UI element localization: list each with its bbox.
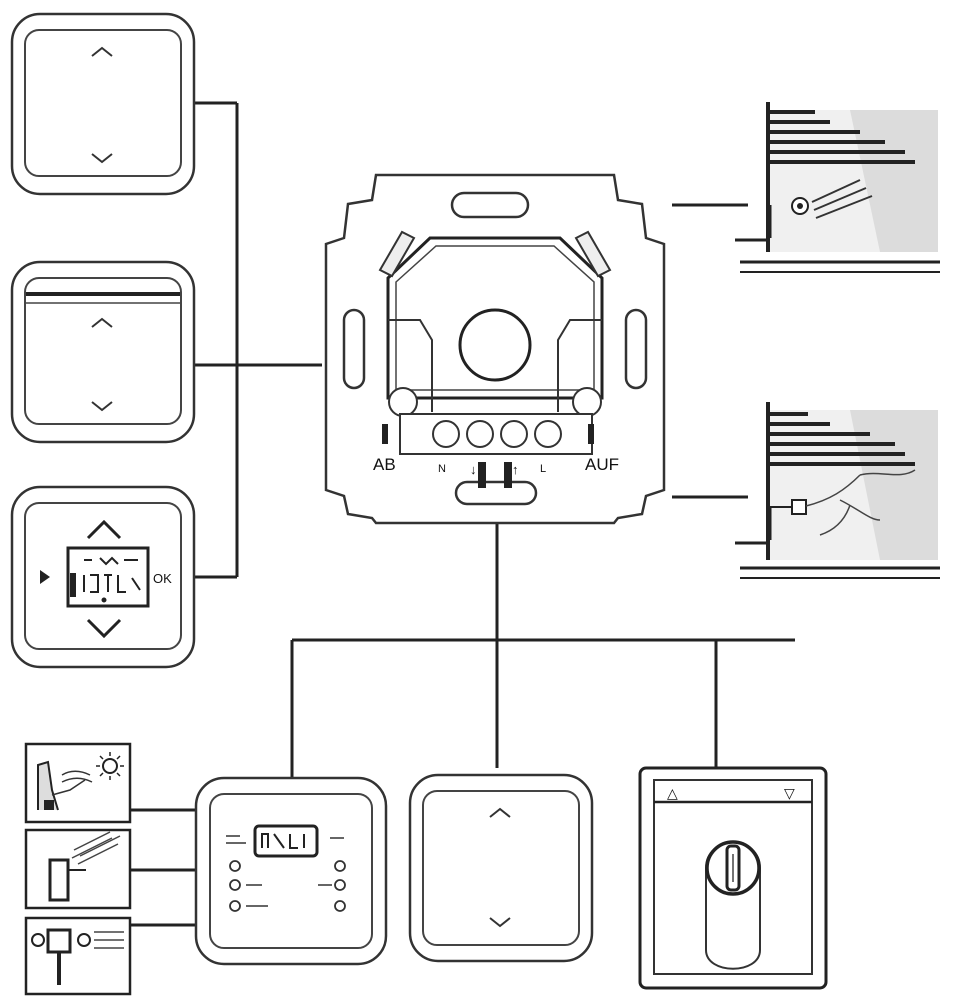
terminal-3 (500, 420, 528, 448)
venetian-blind-motor (735, 102, 940, 273)
display-segments (83, 556, 141, 603)
down-arrow-icon (91, 153, 113, 164)
top-mounting-slot (450, 191, 530, 219)
terminal-1 (432, 420, 460, 448)
auf-label: AUF (585, 455, 619, 474)
up-arrow-icon (91, 46, 113, 57)
ab-label: AB (373, 455, 396, 474)
motor-box-icon (791, 499, 807, 515)
key-switch[interactable]: △ ▽ (638, 766, 828, 990)
shutter-slats (770, 412, 915, 466)
roller-shutter-motor (735, 402, 940, 579)
key-down-symbol: ▽ (784, 785, 795, 801)
rain-frost-sensor (24, 916, 132, 996)
flush-mounted-insert: AB AUF N L ↓ ↑ (324, 173, 666, 525)
left-screw (388, 387, 418, 417)
terminal-2 (466, 420, 494, 448)
up-arrow-icon (91, 317, 113, 328)
ab-contact (382, 424, 388, 444)
play-triangle-icon[interactable] (40, 570, 50, 584)
key-up-symbol: △ (667, 785, 678, 801)
crack-lines (805, 469, 916, 536)
indicator-leds-right (334, 860, 346, 912)
timer-cover[interactable]: OK (10, 485, 196, 669)
sun-sensor (24, 742, 132, 824)
wind-sensor (24, 828, 132, 910)
terminal-down-arrow: ↓ (470, 462, 477, 477)
rocker-cover-basic[interactable] (10, 12, 196, 196)
left-mounting-slot (342, 308, 366, 390)
chevron-up-icon[interactable] (86, 519, 122, 540)
terminal-up-arrow: ↑ (512, 462, 519, 477)
indicator-leds-left (229, 860, 241, 912)
bottom-mounting-slot (454, 480, 538, 506)
blind-slats (770, 110, 915, 164)
down-arrow-icon (91, 401, 113, 412)
terminal-4 (534, 420, 562, 448)
right-clamp (574, 230, 612, 278)
connection-lines (130, 101, 795, 927)
terminal-l-label: L (540, 463, 546, 475)
sun-icon (102, 758, 118, 774)
auf-contact (588, 424, 594, 444)
ok-label[interactable]: OK (153, 571, 172, 586)
central-knob (458, 308, 532, 382)
right-mounting-slot (624, 308, 648, 390)
right-screw (572, 387, 602, 417)
sensor-control-unit[interactable] (194, 776, 388, 966)
chevron-down-icon[interactable] (86, 618, 122, 639)
rocker-cover-bottom[interactable] (408, 773, 594, 963)
rocker-cover-labeled[interactable] (10, 260, 196, 444)
down-arrow-icon (489, 917, 511, 928)
left-clamp (378, 230, 416, 278)
terminal-block (399, 413, 593, 455)
terminal-n-label: N (438, 463, 446, 475)
up-arrow-icon (489, 807, 511, 818)
unit-display (253, 824, 319, 858)
